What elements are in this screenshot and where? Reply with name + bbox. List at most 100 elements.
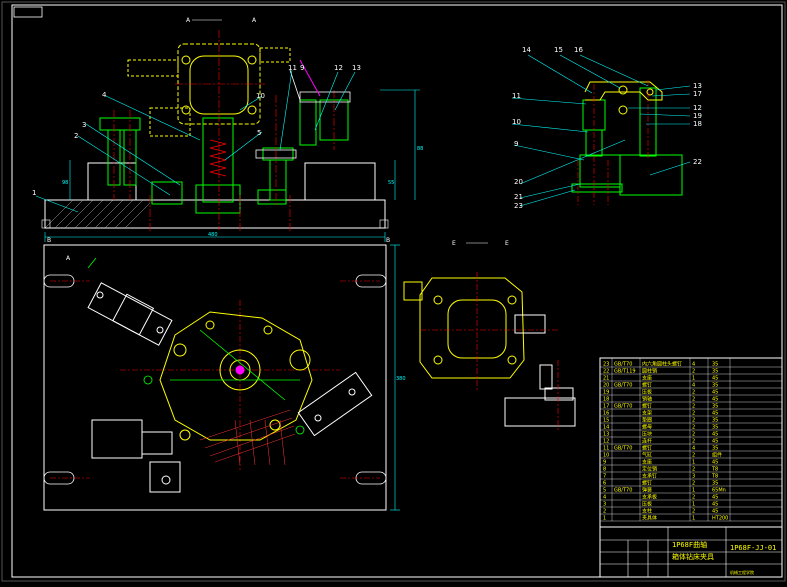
balloon-13: 13: [352, 64, 361, 72]
parts-cell-mat: 45: [712, 509, 718, 515]
sheet-border: [11, 4, 783, 578]
balloon-5: 5: [257, 129, 261, 137]
parts-cell-no: 3: [603, 502, 606, 508]
parts-cell-no: 7: [603, 474, 606, 480]
parts-cell-no: 5: [603, 488, 606, 494]
balloon-9: 9: [300, 64, 304, 72]
parts-cell-no: 19: [603, 390, 609, 396]
dim-overall-width: 480: [208, 232, 218, 238]
parts-cell-mat: 45: [712, 502, 718, 508]
parts-cell-name: 定位销: [642, 466, 657, 473]
parts-cell-mat: 45: [712, 397, 718, 403]
base-lug-right: [379, 219, 389, 229]
parts-cell-name: 内六角圆柱头螺钉: [642, 361, 682, 368]
detail-balloon-21: 21: [514, 193, 523, 201]
parts-cell-no: 13: [603, 432, 609, 438]
front-dims: [44, 89, 420, 242]
detail-view: 14 15 16 11 10 9 20 21 23 13 17 12 19 18…: [511, 46, 702, 210]
parts-cell-qty: 1: [692, 488, 695, 494]
parts-cell-mat: 组件: [712, 452, 722, 459]
dim-height-mid: 98: [62, 180, 68, 186]
parts-cell-mat: 45: [712, 495, 718, 501]
parts-cell-mat: 45: [712, 390, 718, 396]
detail-balloon-11: 11: [512, 92, 521, 100]
top-arrow: [87, 257, 97, 269]
fixture-top: [143, 329, 305, 435]
parts-cell-mat: 35: [712, 446, 718, 452]
balloon-1: 1: [32, 189, 36, 197]
parts-cell-name: 螺钉: [642, 403, 652, 410]
title-school: 机械工程学院: [730, 569, 754, 575]
balloon-4: 4: [102, 91, 107, 99]
top-left-box: [13, 6, 43, 18]
parts-cell-mat: 45: [712, 376, 718, 382]
parts-cell-name: 连杆: [642, 438, 652, 445]
detail-balloon-16: 16: [574, 46, 583, 54]
parts-cell-qty: 2: [692, 418, 695, 424]
workpiece-front: [127, 43, 291, 137]
parts-cell-mat: 35: [712, 383, 718, 389]
parts-cell-no: 15: [603, 418, 609, 424]
parts-cell-no: 20: [603, 383, 609, 389]
dim-overall-height: 380: [396, 376, 406, 382]
detail-balloon-12: 12: [693, 104, 702, 112]
balloon-3: 3: [82, 121, 86, 129]
parts-cell-name: 压板: [642, 389, 652, 396]
detail-balloon-19: 19: [693, 112, 702, 120]
base-plate: [44, 199, 386, 229]
workpiece-top: [159, 311, 313, 441]
detail-balloon-13: 13: [693, 82, 702, 90]
detail-balloon-17: 17: [693, 90, 702, 98]
parts-cell-name: 支承板: [642, 494, 657, 501]
centerlines-front: [113, 30, 335, 232]
parts-cell-qty: 4: [692, 446, 695, 452]
view-label-a-right: A: [252, 17, 257, 24]
view-label-e-left: E: [452, 240, 456, 247]
detail-balloon-15: 15: [554, 46, 563, 54]
parts-cell-no: 2: [603, 509, 606, 515]
parts-cell-no: 11: [603, 446, 609, 452]
detail-balloon-22: 22: [693, 158, 702, 166]
detail-balloon-9: 9: [514, 140, 518, 148]
parts-cell-no: 23: [603, 362, 609, 368]
view-label-e-right: E: [505, 240, 509, 247]
parts-cell-mat: 35: [712, 481, 718, 487]
parts-cell-qty: 2: [692, 467, 695, 473]
view-label-a-left: A: [186, 17, 191, 24]
dim-height-small: 55: [388, 180, 394, 186]
clamp-lower-left: [91, 419, 181, 493]
parts-cell-mat: 35: [712, 404, 718, 410]
parts-cell-code: GB/T119: [614, 369, 636, 375]
parts-cell-qty: 2: [692, 369, 695, 375]
parts-cell-qty: 2: [692, 432, 695, 438]
right-support-block: [304, 162, 376, 201]
parts-cell-qty: 4: [692, 362, 695, 368]
parts-cell-code: GB/T70: [614, 404, 632, 410]
top-view: B B A: [43, 237, 406, 511]
parts-cell-no: 4: [603, 495, 606, 501]
parts-cell-name: 销轴: [642, 396, 652, 403]
parts-cell-qty: 2: [692, 509, 695, 515]
parts-cell-qty: 2: [692, 439, 695, 445]
title-drawing-no: 1P68F-JJ-01: [730, 544, 776, 552]
balloon-10: 10: [256, 92, 265, 100]
spring: [209, 139, 227, 177]
fixture-front: [99, 99, 349, 214]
parts-cell-qty: 2: [692, 453, 695, 459]
balloon-11: 11: [288, 64, 297, 72]
parts-cell-name: 支架: [642, 410, 652, 417]
view-label-b-right: B: [386, 237, 390, 244]
parts-cell-no: 8: [603, 467, 606, 473]
parts-cell-code: GB/T70: [614, 362, 632, 368]
parts-cell-name: 垫圈: [642, 417, 652, 424]
parts-cell-mat: 45: [712, 411, 718, 417]
parts-cell-no: 1: [603, 516, 606, 522]
parts-cell-code: GB/T70: [614, 488, 632, 494]
parts-cell-qty: 1: [692, 376, 695, 382]
parts-cell-name: 支座: [642, 375, 652, 382]
detail-balloon-20: 20: [514, 178, 523, 186]
title-fixture-name: 箱体钻床夹具: [672, 552, 714, 561]
